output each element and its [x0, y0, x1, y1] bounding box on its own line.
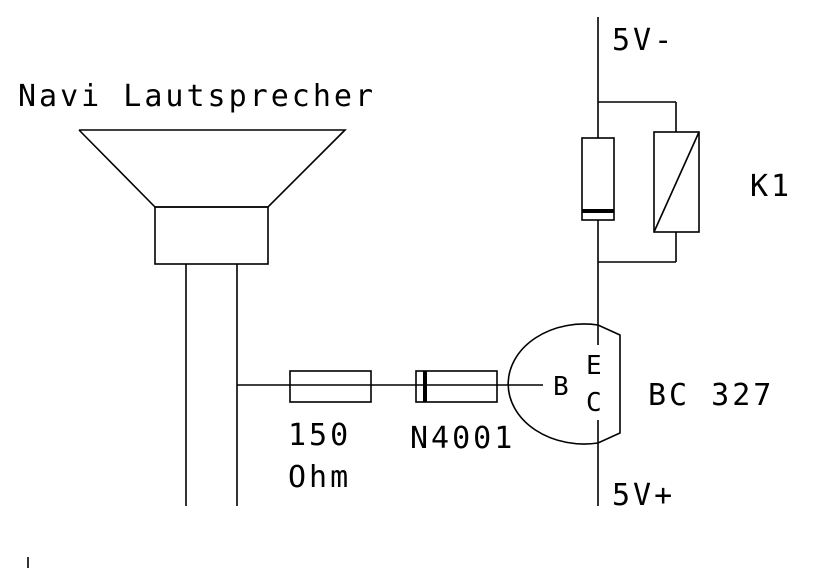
diode-part-label: N4001 — [410, 421, 515, 456]
speaker-label: Navi Lautsprecher — [18, 79, 376, 114]
flyback-diode-body — [581, 137, 615, 221]
transistor-outline — [507, 323, 621, 445]
resistor-unit: Ohm — [288, 460, 351, 495]
transistor-part-label: BC 327 — [648, 378, 774, 413]
speaker-cone — [78, 129, 347, 208]
transistor-pin-base: B — [553, 372, 569, 402]
relay-coil-diagonal — [653, 131, 700, 233]
diode-body — [415, 370, 498, 403]
resistor-value: 150 — [288, 418, 351, 453]
transistor-pin-emitter: E — [586, 351, 602, 381]
speaker-magnet — [154, 206, 269, 265]
supply-positive-label: 5V+ — [612, 478, 675, 513]
transistor-pin-collector: C — [586, 388, 602, 418]
relay-designator: K1 — [750, 169, 792, 204]
speaker-symbol — [78, 129, 347, 265]
resistor-body — [289, 370, 372, 403]
supply-negative-label: 5V- — [612, 23, 675, 58]
